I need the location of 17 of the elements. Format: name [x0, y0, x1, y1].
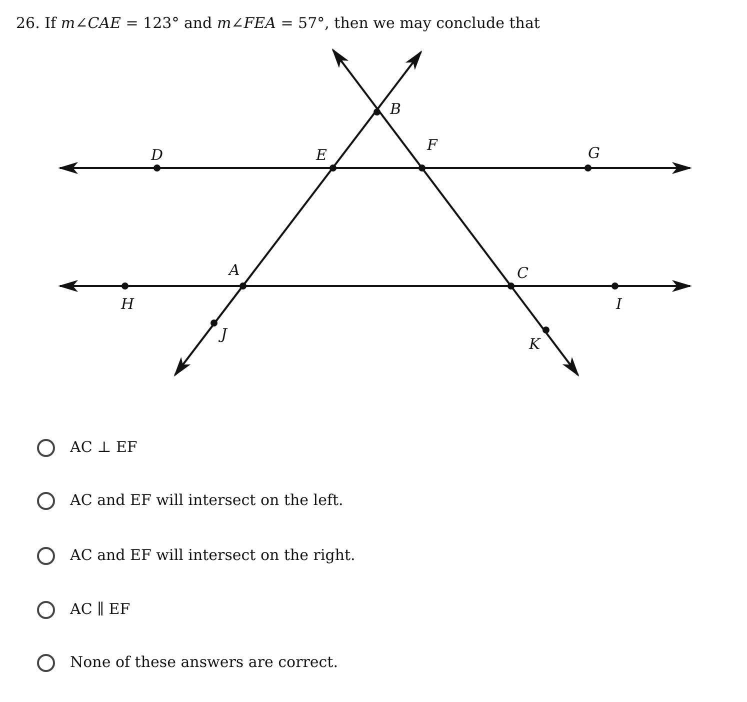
point-label: B	[390, 100, 402, 118]
point-label: A	[229, 261, 240, 279]
point-label: I	[616, 295, 622, 313]
answer-option: AC ⊥ EF	[70, 438, 138, 456]
point-label: D	[151, 146, 164, 164]
answer-option: None of these answers are correct.	[70, 653, 338, 671]
point-label: G	[588, 144, 600, 162]
question-text: 26. If m∠CAE = 123° and m∠FEA = 57°, then we may conclude that	[16, 14, 540, 32]
answer-option: AC and EF will intersect on the left.	[70, 491, 344, 509]
point-label: C	[517, 264, 528, 282]
point-label: F	[427, 136, 438, 154]
point-label: H	[121, 295, 134, 313]
point-label: E	[316, 146, 327, 164]
answer-option: AC and EF will intersect on the right.	[70, 546, 356, 564]
answer-option: AC ∥ EF	[70, 600, 130, 618]
point-label: K	[529, 335, 540, 353]
point-label: J	[221, 325, 228, 343]
